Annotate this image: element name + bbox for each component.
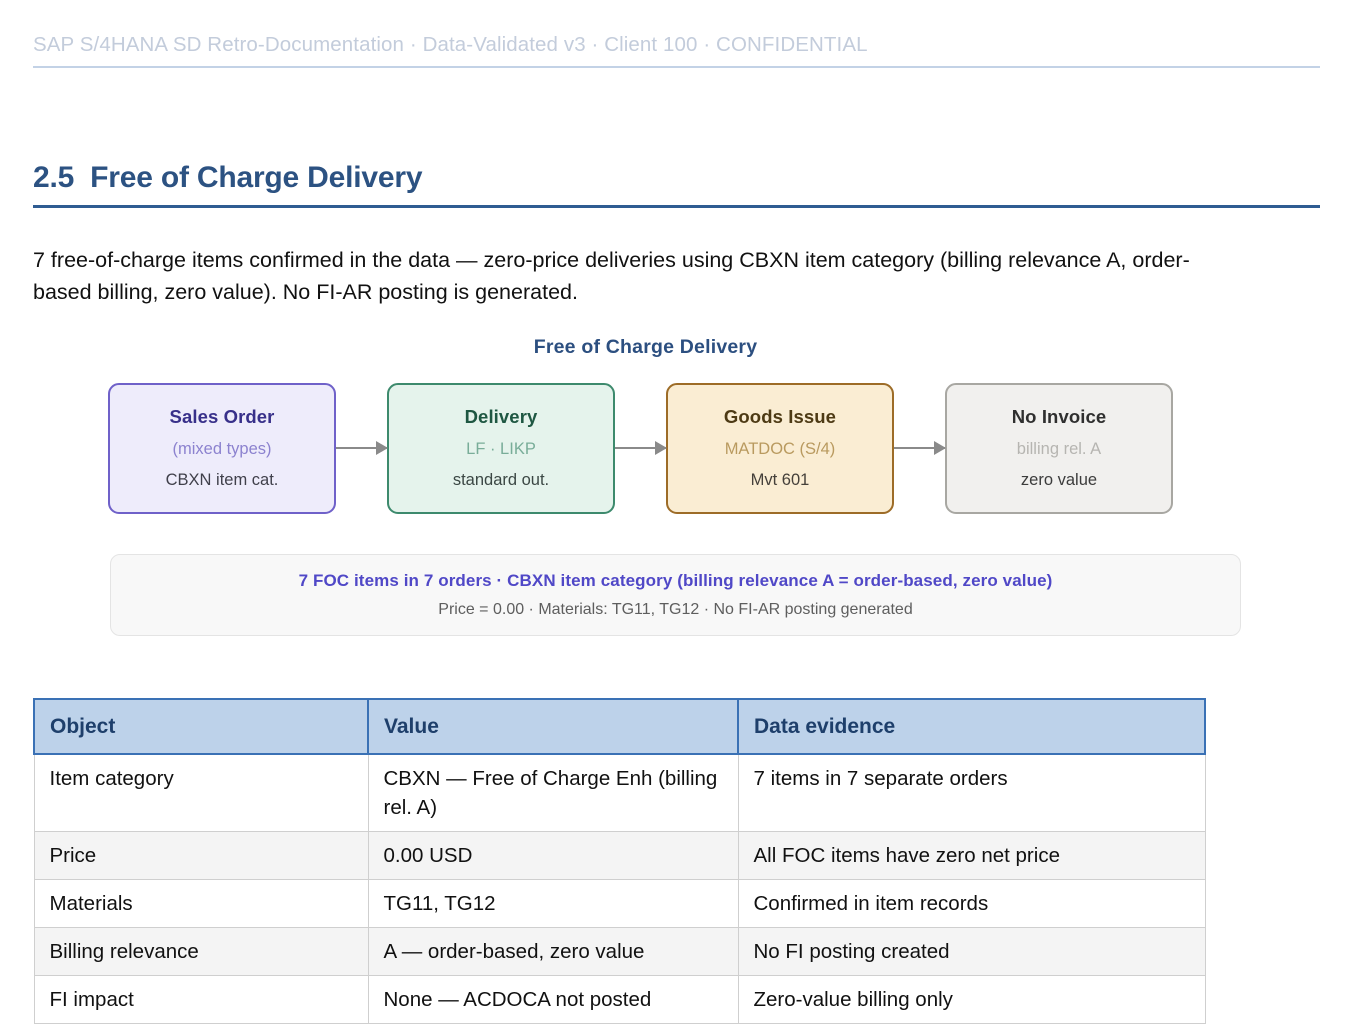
section-number: 2.5	[33, 161, 75, 194]
arrow-head-icon	[655, 441, 667, 455]
table-row: Billing relevance A — order-based, zero …	[33, 927, 1206, 976]
arrow-shaft	[336, 446, 387, 450]
cell-object: FI impact	[33, 975, 369, 1024]
header-divider	[33, 65, 1320, 68]
summary-callout: 7 FOC items in 7 orders · CBXN item cate…	[110, 554, 1241, 636]
arrow-head-icon	[934, 441, 946, 455]
cell-value: TG11, TG12	[367, 879, 739, 928]
table-row: Item category CBXN — Free of Charge Enh …	[33, 753, 1206, 832]
cell-evidence: 7 items in 7 separate orders	[737, 753, 1206, 832]
flow-node-detail: zero value	[1020, 471, 1098, 489]
flow-arrow-2	[615, 441, 667, 455]
callout-primary-text: 7 FOC items in 7 orders · CBXN item cate…	[298, 571, 1053, 590]
cell-evidence: Zero-value billing only	[737, 975, 1206, 1024]
table-row: Materials TG11, TG12 Confirmed in item r…	[33, 879, 1206, 928]
flow-node-no-invoice: No Invoice billing rel. A zero value	[945, 382, 1173, 514]
flow-node-subtitle: MATDOC (S/4)	[724, 440, 836, 458]
cell-object: Item category	[33, 753, 369, 832]
flow-node-title: Goods Issue	[723, 406, 837, 427]
intro-paragraph: 7 free-of-charge items confirmed in the …	[33, 247, 1190, 304]
cell-value: CBXN — Free of Charge Enh (billing rel. …	[367, 753, 739, 832]
cell-evidence: Confirmed in item records	[737, 879, 1206, 928]
flow-node-title: Sales Order	[169, 406, 275, 427]
column-header-object: Object	[33, 698, 369, 755]
diagram-title: Free of Charge Delivery	[533, 336, 758, 358]
arrow-head-icon	[376, 441, 388, 455]
cell-object: Billing relevance	[33, 927, 369, 976]
cell-value: None — ACDOCA not posted	[367, 975, 739, 1024]
flow-node-subtitle: LF · LIKP	[466, 440, 536, 458]
table-row: Price 0.00 USD All FOC items have zero n…	[33, 831, 1206, 880]
flow-node-title: Delivery	[464, 406, 538, 427]
document-header-text: SAP S/4HANA SD Retro-Documentation · Dat…	[33, 33, 868, 56]
arrow-shaft	[894, 446, 945, 450]
cell-value: 0.00 USD	[367, 831, 739, 880]
flow-node-title: No Invoice	[1011, 406, 1107, 427]
arrow-shaft	[615, 446, 666, 450]
flow-node-detail: CBXN item cat.	[165, 471, 279, 489]
section-divider	[33, 205, 1320, 208]
column-header-value: Value	[367, 698, 739, 755]
flow-node-subtitle: billing rel. A	[1016, 440, 1102, 458]
flow-node-delivery: Delivery LF · LIKP standard out.	[387, 382, 615, 514]
cell-evidence: No FI posting created	[737, 927, 1206, 976]
process-flow-diagram: Free of Charge Delivery Sales Order (mix…	[33, 336, 1248, 515]
flow-arrow-3	[894, 441, 946, 455]
column-header-data-evidence: Data evidence	[737, 698, 1206, 755]
page-title: Free of Charge Delivery	[90, 161, 423, 194]
section-heading: 2.5 Free of Charge Delivery	[33, 160, 1320, 208]
table-header-row: Object Value Data evidence	[33, 698, 1206, 755]
flow-arrow-1	[336, 441, 388, 455]
flow-node-subtitle: (mixed types)	[172, 440, 272, 458]
cell-value: A — order-based, zero value	[367, 927, 739, 976]
cell-object: Price	[33, 831, 369, 880]
evidence-table: Object Value Data evidence Item category…	[33, 698, 1206, 1024]
flow-node-detail: Mvt 601	[750, 471, 810, 489]
callout-secondary-text: Price = 0.00 · Materials: TG11, TG12 · N…	[438, 601, 913, 618]
flow-node-sales-order: Sales Order (mixed types) CBXN item cat.	[108, 382, 336, 514]
flow-node-goods-issue: Goods Issue MATDOC (S/4) Mvt 601	[666, 382, 894, 514]
table-row: FI impact None — ACDOCA not posted Zero-…	[33, 975, 1206, 1024]
cell-evidence: All FOC items have zero net price	[737, 831, 1206, 880]
flow-nodes-row: Sales Order (mixed types) CBXN item cat.…	[33, 381, 1248, 515]
document-header: SAP S/4HANA SD Retro-Documentation · Dat…	[33, 33, 1320, 68]
flow-node-detail: standard out.	[452, 471, 550, 489]
cell-object: Materials	[33, 879, 369, 928]
